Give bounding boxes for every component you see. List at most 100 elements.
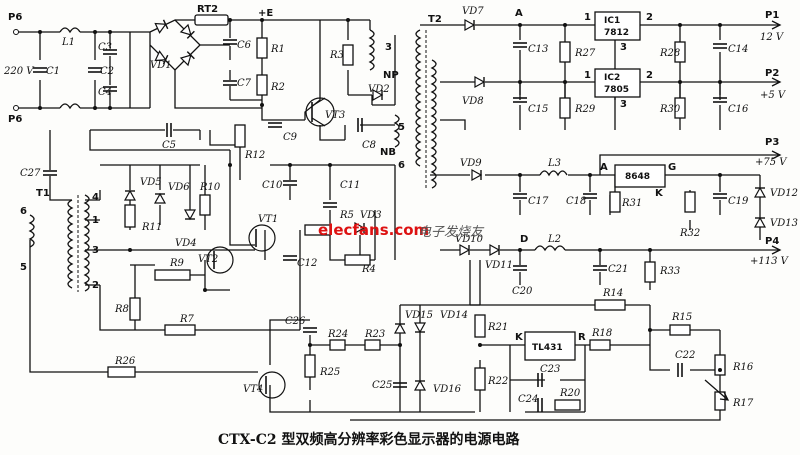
label-VD15: VD15 xyxy=(405,310,433,321)
watermark: elecfans.com 电子发烧友 xyxy=(318,221,485,240)
label-R16: R16 xyxy=(732,362,754,373)
label-C23: C23 xyxy=(540,364,560,375)
label-VT3: VT3 xyxy=(325,110,345,121)
label-C5: C5 xyxy=(162,140,176,151)
label-R26: R26 xyxy=(114,356,136,367)
label-VD10: VD10 xyxy=(455,234,484,245)
label-C18: C18 xyxy=(566,196,586,207)
node-r: R xyxy=(578,332,586,343)
label-C22: C22 xyxy=(675,350,695,361)
ic1-part: 7812 xyxy=(604,28,629,38)
label-R2: R2 xyxy=(270,82,285,93)
label-VD6: VD6 xyxy=(168,182,190,193)
label-C14: C14 xyxy=(728,44,748,55)
ic2-pin-2: 2 xyxy=(646,70,653,81)
label-R23: R23 xyxy=(364,329,385,340)
label-R4: R4 xyxy=(361,264,376,275)
t1-pin-3: 3 xyxy=(92,245,99,256)
label-C9: C9 xyxy=(283,132,298,143)
label-C3: C3 xyxy=(98,42,112,53)
input-p6-top: P6 xyxy=(8,12,22,23)
junction-dots xyxy=(38,18,722,372)
label-VT2: VT2 xyxy=(198,254,218,265)
output-p4-voltage: +113 V xyxy=(750,256,790,267)
output-p2-voltage: +5 V xyxy=(760,90,787,101)
watermark-site: elecfans.com xyxy=(318,221,429,239)
t1-pin-4: 4 xyxy=(92,192,99,203)
t1-pin-1: 1 xyxy=(92,215,99,226)
label-VD13: VD13 xyxy=(770,218,798,229)
node-plus-e: +E xyxy=(258,8,273,19)
label-C20: C20 xyxy=(512,286,533,297)
label-R20: R20 xyxy=(559,388,581,399)
label-R5: R5 xyxy=(339,210,354,221)
label-C15: C15 xyxy=(528,104,548,115)
figure-caption: CTX-C2 型双频高分辨率彩色显示器的电源电路 xyxy=(218,431,520,448)
label-R30: R30 xyxy=(659,104,681,115)
label-VD8: VD8 xyxy=(462,96,484,107)
ic1-pin-2: 2 xyxy=(646,12,653,23)
node-a-top: A xyxy=(515,8,523,19)
ic1-pin-3: 3 xyxy=(620,42,627,53)
t1-pin-6: 6 xyxy=(20,206,27,217)
label-C12: C12 xyxy=(297,258,317,269)
label-T1: T1 xyxy=(36,188,50,199)
ic2-part: 7805 xyxy=(604,85,629,95)
label-VD2: VD2 xyxy=(368,84,390,95)
t1-pin-5: 5 xyxy=(20,262,27,273)
mains-voltage: 220 V xyxy=(3,66,35,77)
label-C1: C1 xyxy=(46,66,60,77)
label-VT4: VT4 xyxy=(243,384,263,395)
label-VD12: VD12 xyxy=(770,188,798,199)
output-p1-voltage: 12 V xyxy=(760,32,785,43)
label-VD7: VD7 xyxy=(462,6,484,17)
label-R18: R18 xyxy=(591,328,612,339)
output-terminals xyxy=(13,20,782,255)
label-R33: R33 xyxy=(659,266,680,277)
output-p1-name: P1 xyxy=(765,10,779,21)
label-R27: R27 xyxy=(574,48,596,59)
label-R12: R12 xyxy=(244,150,265,161)
label-C7: C7 xyxy=(237,78,252,89)
label-C11: C11 xyxy=(340,180,360,191)
label-C8: C8 xyxy=(362,140,376,151)
label-C6: C6 xyxy=(237,40,252,51)
label-C26: C26 xyxy=(285,316,306,327)
label-R31: R31 xyxy=(621,198,642,209)
ic2-name: IC2 xyxy=(604,73,620,83)
label-R8: R8 xyxy=(114,304,129,315)
node-d: D xyxy=(520,234,528,245)
t2-pin-3: 3 xyxy=(385,42,392,53)
label-C10: C10 xyxy=(262,180,283,191)
regulator-8648: 8648 xyxy=(625,172,650,182)
t1-pin-2: 2 xyxy=(92,280,99,291)
label-R28: R28 xyxy=(659,48,680,59)
label-R15: R15 xyxy=(671,312,692,323)
label-VT1: VT1 xyxy=(258,214,278,225)
label-R17: R17 xyxy=(732,398,754,409)
node-g: G xyxy=(668,162,676,173)
t2-pin-5: 5 xyxy=(398,122,405,133)
ic2-pin-3: 3 xyxy=(620,99,627,110)
output-p2-name: P2 xyxy=(765,68,779,79)
label-VD3: VD3 xyxy=(360,210,382,221)
label-VD9: VD9 xyxy=(460,158,482,169)
label-R22: R22 xyxy=(487,376,508,387)
label-VD4: VD4 xyxy=(175,238,197,249)
label-C24: C24 xyxy=(518,394,538,405)
label-C17: C17 xyxy=(528,196,549,207)
t2-pin-6: 6 xyxy=(398,160,405,171)
label-R29: R29 xyxy=(574,104,596,115)
label-VD16: VD16 xyxy=(433,384,462,395)
label-R25: R25 xyxy=(319,367,340,378)
label-C13: C13 xyxy=(528,44,548,55)
label-R32: R32 xyxy=(679,228,700,239)
label-R3: R3 xyxy=(329,50,344,61)
label-R24: R24 xyxy=(327,329,348,340)
label-L3: L3 xyxy=(547,158,561,169)
output-p4-name: P4 xyxy=(765,236,779,247)
node-k-reg: K xyxy=(655,188,664,199)
label-C21: C21 xyxy=(608,264,628,275)
input-p6-bottom: P6 xyxy=(8,114,22,125)
